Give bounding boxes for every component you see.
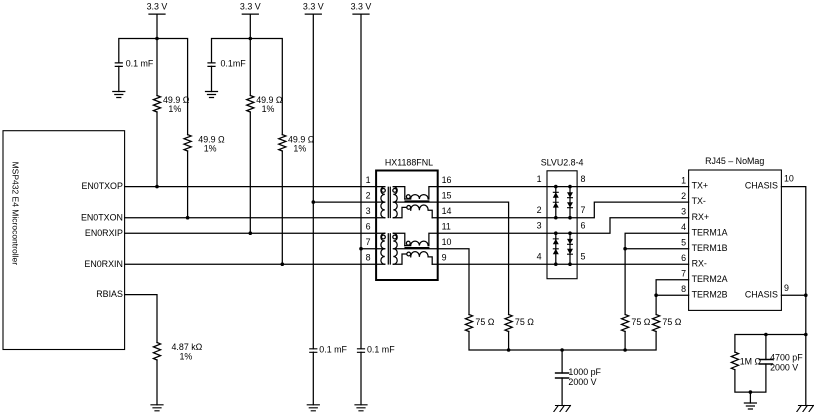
svg-text:49.9 Ω: 49.9 Ω <box>198 134 225 144</box>
svg-text:14: 14 <box>442 206 452 216</box>
svg-text:75 Ω: 75 Ω <box>515 317 534 327</box>
svg-text:7: 7 <box>366 237 371 247</box>
svg-text:2000 V: 2000 V <box>568 377 596 387</box>
svg-text:75 Ω: 75 Ω <box>662 317 681 327</box>
svg-text:TERM1A: TERM1A <box>692 227 728 237</box>
svg-text:CHASIS: CHASIS <box>745 181 778 191</box>
svg-text:3: 3 <box>537 221 542 231</box>
svg-text:1: 1 <box>681 175 686 185</box>
svg-text:16: 16 <box>442 175 452 185</box>
svg-text:1%: 1% <box>204 144 217 154</box>
svg-text:4: 4 <box>537 252 542 262</box>
svg-text:TERM2B: TERM2B <box>692 289 728 299</box>
svg-text:HX1188FNL: HX1188FNL <box>385 157 433 167</box>
svg-text:0.1 mF: 0.1 mF <box>367 344 395 354</box>
svg-text:10: 10 <box>784 174 794 184</box>
svg-text:6: 6 <box>681 253 686 263</box>
svg-text:3.3 V: 3.3 V <box>147 1 168 11</box>
svg-text:SLVU2.8-4: SLVU2.8-4 <box>541 157 584 167</box>
svg-text:RBIAS: RBIAS <box>96 289 123 299</box>
svg-text:TERM2A: TERM2A <box>692 274 728 284</box>
svg-text:3.3 V: 3.3 V <box>351 1 372 11</box>
svg-text:2: 2 <box>681 191 686 201</box>
svg-text:EN0TXON: EN0TXON <box>81 212 123 222</box>
svg-text:1%: 1% <box>180 351 193 361</box>
svg-text:RX+: RX+ <box>692 212 710 222</box>
svg-text:1M Ω: 1M Ω <box>740 356 762 366</box>
svg-text:3: 3 <box>366 206 371 216</box>
svg-text:2000 V: 2000 V <box>770 362 798 372</box>
svg-text:6: 6 <box>581 221 586 231</box>
svg-text:9: 9 <box>442 252 447 262</box>
svg-text:5: 5 <box>681 238 686 248</box>
svg-text:7: 7 <box>681 269 686 279</box>
svg-text:6: 6 <box>366 221 371 231</box>
svg-text:1: 1 <box>537 174 542 184</box>
svg-text:15: 15 <box>442 190 452 200</box>
svg-text:TX+: TX+ <box>692 181 709 191</box>
svg-text:EN0TXOP: EN0TXOP <box>81 181 123 191</box>
svg-text:49.9 Ω: 49.9 Ω <box>288 134 315 144</box>
svg-text:0.1mF: 0.1mF <box>221 58 247 68</box>
svg-text:1%: 1% <box>168 104 181 114</box>
svg-text:3.3 V: 3.3 V <box>303 1 324 11</box>
svg-text:49.9 Ω: 49.9 Ω <box>256 95 283 105</box>
svg-text:4700 pF: 4700 pF <box>770 352 803 362</box>
svg-text:8: 8 <box>366 252 371 262</box>
svg-text:RJ45 – NoMag: RJ45 – NoMag <box>705 156 764 166</box>
svg-text:3: 3 <box>681 207 686 217</box>
svg-text:9: 9 <box>784 283 789 293</box>
svg-text:TERM1B: TERM1B <box>692 243 728 253</box>
svg-text:0.1 mF: 0.1 mF <box>126 58 154 68</box>
svg-text:8: 8 <box>681 284 686 294</box>
svg-text:5: 5 <box>581 252 586 262</box>
svg-text:75 Ω: 75 Ω <box>475 317 494 327</box>
svg-text:TX-: TX- <box>692 196 706 206</box>
svg-text:1%: 1% <box>262 104 275 114</box>
svg-text:1000 pF: 1000 pF <box>568 367 601 377</box>
svg-text:4: 4 <box>681 222 686 232</box>
svg-text:EN0RXIN: EN0RXIN <box>84 259 122 269</box>
svg-text:75 Ω: 75 Ω <box>631 317 650 327</box>
svg-text:4.87 kΩ: 4.87 kΩ <box>172 342 203 352</box>
svg-text:11: 11 <box>442 221 451 231</box>
svg-text:3.3 V: 3.3 V <box>240 1 261 11</box>
svg-text:EN0RXIP: EN0RXIP <box>85 228 123 238</box>
svg-text:2: 2 <box>537 205 542 215</box>
svg-text:MSP432 E4 Microcontroller: MSP432 E4 Microcontroller <box>11 162 21 266</box>
svg-text:7: 7 <box>581 205 586 215</box>
svg-text:2: 2 <box>366 190 371 200</box>
svg-text:RX-: RX- <box>692 258 707 268</box>
svg-text:0.1 mF: 0.1 mF <box>319 344 347 354</box>
svg-text:10: 10 <box>442 237 452 247</box>
svg-text:1%: 1% <box>293 144 306 154</box>
svg-text:CHASIS: CHASIS <box>745 289 778 299</box>
svg-text:1: 1 <box>366 175 371 185</box>
svg-text:8: 8 <box>581 174 586 184</box>
svg-text:49.9 Ω: 49.9 Ω <box>163 95 190 105</box>
